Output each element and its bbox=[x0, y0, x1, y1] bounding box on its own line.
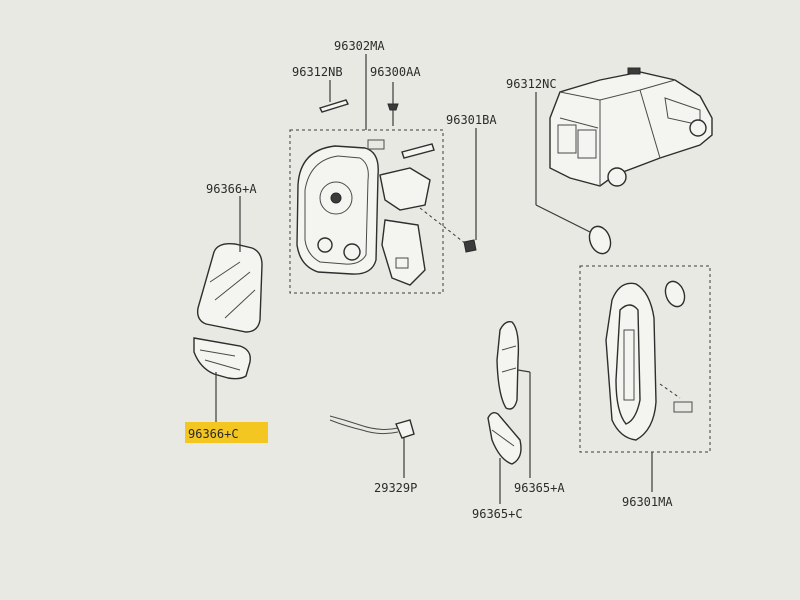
van-illustration bbox=[549, 67, 713, 187]
part-labels: 96302MA 96312NB 96300AA 96312NC 96301BA … bbox=[188, 39, 673, 521]
side-marker-lamp bbox=[588, 225, 612, 255]
screw-part bbox=[387, 103, 399, 126]
mirror-glass-upper bbox=[196, 242, 263, 333]
label-29329P[interactable]: 29329P bbox=[374, 481, 417, 495]
assembly-box-upper bbox=[289, 129, 444, 294]
mirror-housing-assembly bbox=[289, 129, 444, 294]
cable-part bbox=[329, 415, 415, 439]
label-96366C[interactable]: 96366+C bbox=[188, 427, 239, 441]
label-96366A[interactable]: 96366+A bbox=[206, 182, 257, 196]
mirror-assembly-lower bbox=[579, 265, 711, 453]
mirror-cover-parts bbox=[487, 320, 522, 465]
label-96312NC[interactable]: 96312NC bbox=[506, 77, 557, 91]
leader-lines bbox=[215, 54, 653, 504]
label-96365C[interactable]: 96365+C bbox=[472, 507, 523, 521]
label-96300AA[interactable]: 96300AA bbox=[370, 65, 421, 79]
clip-part bbox=[319, 99, 349, 113]
selected-part-highlight bbox=[185, 422, 268, 443]
label-96312NB[interactable]: 96312NB bbox=[292, 65, 343, 79]
label-96302MA[interactable]: 96302MA bbox=[334, 39, 385, 53]
label-96365A[interactable]: 96365+A bbox=[514, 481, 565, 495]
assembly-box-lower bbox=[579, 265, 711, 453]
bolt-part bbox=[419, 207, 477, 253]
mirror-glass-lower bbox=[193, 337, 251, 380]
label-96301BA[interactable]: 96301BA bbox=[446, 113, 497, 127]
label-96301MA[interactable]: 96301MA bbox=[622, 495, 673, 509]
